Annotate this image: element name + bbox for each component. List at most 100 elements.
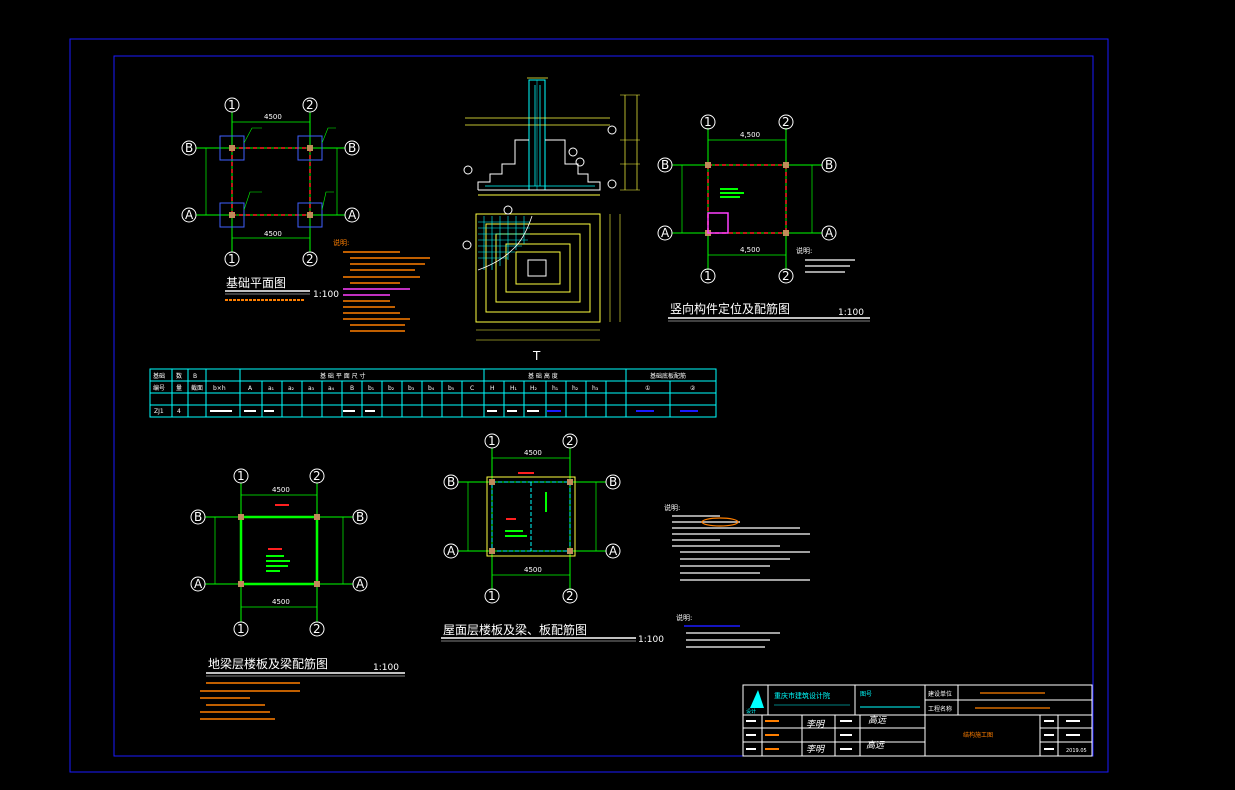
gb-axis-A-right: A — [352, 576, 368, 592]
svg-text:B: B — [825, 158, 833, 172]
title-block: 设计 重庆市建筑设计院 图号 建设单位 工程名称 结构施工图 2019.05 李… — [742, 684, 1093, 757]
tb-sign2b: 高远 — [866, 740, 885, 751]
fp-axis-2-bottom: 2 — [302, 251, 318, 267]
fp-axis-A-right: A — [344, 207, 360, 223]
tb-date: 2019.05 — [1066, 748, 1087, 754]
inner-frame — [113, 55, 1094, 757]
svg-text:A: A — [825, 226, 834, 240]
tbl-h-code: 基础 — [153, 372, 165, 380]
tb-sign1b: 李明 — [806, 744, 826, 755]
svg-text:量: 量 — [176, 385, 182, 392]
vertical-members-plan: 4,500 4,500 1 2 1 2 B B A A 说明: 竖向构件定位及配… — [657, 114, 870, 322]
vm-axis-1-bottom: 1 — [700, 268, 716, 284]
svg-text:B: B — [447, 475, 455, 489]
svg-text:2: 2 — [566, 434, 574, 448]
rf-dim-top: 4500 — [524, 449, 542, 457]
drawing-no-label: 图号 — [860, 691, 872, 698]
svg-text:b₂: b₂ — [388, 385, 395, 392]
gb-dim-bottom: 4500 — [272, 598, 290, 606]
logo-text: 设计 — [746, 708, 756, 715]
svg-text:2: 2 — [313, 469, 321, 483]
svg-text:b₁: b₁ — [368, 385, 375, 392]
rf-axis-2-top: 2 — [562, 433, 578, 449]
svg-text:a₄: a₄ — [328, 385, 335, 392]
svg-text:b₄: b₄ — [428, 385, 435, 392]
svg-text:②: ② — [690, 385, 696, 392]
tb-sign1: 李明 — [806, 719, 826, 730]
svg-text:a₁: a₁ — [268, 385, 275, 392]
gb-dim-top: 4500 — [272, 486, 290, 494]
rf-notes-header: 说明: — [664, 503, 680, 512]
svg-text:1: 1 — [228, 252, 236, 266]
fp-axis-1-bottom: 1 — [224, 251, 240, 267]
tb-sign2: 高远 — [868, 715, 887, 726]
svg-text:2: 2 — [313, 622, 321, 636]
svg-text:A: A — [248, 385, 253, 392]
tbl-h-plan: 基 础 平 面 尺 寸 — [320, 372, 366, 380]
svg-text:2: 2 — [306, 98, 314, 112]
rf-dim-bottom: 4500 — [524, 566, 542, 574]
roof-notes: 说明: 说明: — [664, 503, 810, 648]
vm-axis-1-top: 1 — [700, 114, 716, 130]
svg-text:A: A — [185, 208, 194, 222]
svg-text:1: 1 — [488, 434, 496, 448]
svg-text:a₂: a₂ — [288, 385, 295, 392]
svg-text:A: A — [609, 544, 618, 558]
vm-dim-top: 4,500 — [740, 131, 760, 139]
fp-axis-B-left: B — [181, 140, 197, 156]
section-label: T — [532, 349, 541, 363]
svg-text:A: A — [356, 577, 365, 591]
svg-text:H: H — [490, 385, 495, 392]
project-label: 建设单位 — [928, 690, 952, 698]
tbl-h-height: 基 础 高 度 — [528, 372, 558, 380]
gb-axis-B-right: B — [352, 509, 368, 525]
vm-dim-bottom: 4,500 — [740, 246, 760, 254]
fp-dim-bottom: 4500 — [264, 230, 282, 238]
ground-beam-plan: 4500 4500 1 2 1 2 B B A A 地梁层楼板及梁配筋图 1:1… — [190, 468, 405, 720]
fp-dim-top: 4500 — [264, 113, 282, 121]
fp-title: 基础平面图 — [226, 276, 286, 290]
gb-scale: 1:100 — [373, 663, 399, 673]
gb-axis-1-top: 1 — [233, 468, 249, 484]
vm-scale: 1:100 — [838, 308, 864, 318]
vm-axis-A-right: A — [821, 225, 837, 241]
svg-text:B: B — [609, 475, 617, 489]
fp-axis-1-top: 1 — [224, 97, 240, 113]
svg-text:1: 1 — [237, 469, 245, 483]
gb-axis-1-bottom: 1 — [233, 621, 249, 637]
svg-text:1: 1 — [704, 269, 712, 283]
rf-axis-1-top: 1 — [484, 433, 500, 449]
svg-text:2: 2 — [306, 252, 314, 266]
vm-axis-B-right: B — [821, 157, 837, 173]
fp-scale: 1:100 — [313, 290, 339, 300]
fp-axis-B-right: B — [344, 140, 360, 156]
gb-axis-2-bottom: 2 — [309, 621, 325, 637]
vm-axis-B-left: B — [657, 157, 673, 173]
svg-text:C: C — [470, 385, 474, 392]
tbl-h-rebar: 基础底板配筋 — [650, 372, 686, 380]
foundation-table: 基础 数 B 基 础 平 面 尺 寸 基 础 高 度 基础底板配筋 编号 量 截… — [149, 368, 717, 418]
fp-axis-A-left: A — [181, 207, 197, 223]
sheet-title: 结构施工图 — [963, 731, 993, 739]
tbl-row-qty: 4 — [177, 408, 181, 415]
stage-label: 工程名称 — [928, 705, 952, 713]
vm-title: 竖向构件定位及配筋图 — [670, 301, 790, 316]
svg-text:b₃: b₃ — [408, 385, 415, 392]
company-name: 重庆市建筑设计院 — [774, 691, 830, 700]
logo-icon — [750, 690, 764, 708]
svg-text:h₁: h₁ — [552, 385, 559, 392]
gb-axis-B-left: B — [190, 509, 206, 525]
vm-axis-2-bottom: 2 — [778, 268, 794, 284]
svg-text:a₃: a₃ — [308, 385, 315, 392]
svg-text:A: A — [661, 226, 670, 240]
rf-scale: 1:100 — [638, 635, 664, 645]
svg-text:h₃: h₃ — [592, 385, 599, 392]
svg-text:B: B — [194, 510, 202, 524]
roof-plan: 4500 4500 1 2 1 2 B B A A 屋面层楼板及梁、板配筋图 1… — [441, 433, 664, 645]
vm-axis-A-left: A — [657, 225, 673, 241]
svg-text:h₂: h₂ — [572, 385, 579, 392]
rf-notes-header2: 说明: — [676, 613, 692, 622]
vm-notes-header: 说明: — [796, 246, 812, 255]
svg-text:1: 1 — [488, 589, 496, 603]
